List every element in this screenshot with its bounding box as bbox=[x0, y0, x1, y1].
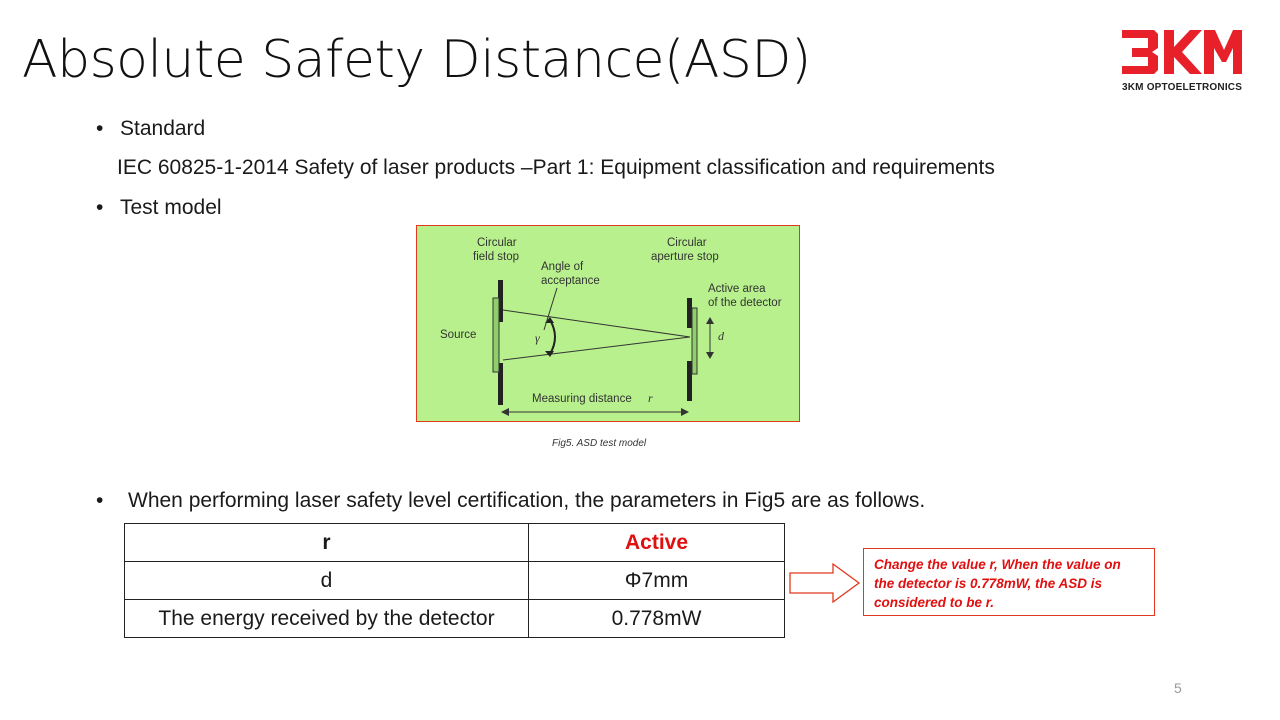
bullet-test-model-label: Test model bbox=[120, 196, 222, 219]
table-cell-param: The energy received by the detector bbox=[124, 599, 529, 638]
table-cell-value: 0.778mW bbox=[528, 599, 785, 638]
table-row: d Φ7mm bbox=[124, 561, 785, 600]
bullet-certification-text: When performing laser safety level certi… bbox=[128, 489, 926, 512]
logo-3km-mark bbox=[1122, 30, 1242, 74]
bullet-test-model: • Test model bbox=[96, 196, 222, 220]
label-active-area-line2: of the detector bbox=[708, 297, 782, 309]
label-measuring-distance: Measuring distance bbox=[532, 393, 632, 405]
table-header-active: Active bbox=[528, 523, 785, 562]
bullet-dot: • bbox=[96, 489, 104, 512]
label-d: d bbox=[718, 329, 725, 343]
d-arrow-bottom bbox=[706, 352, 714, 359]
table-cell-param: d bbox=[124, 561, 529, 600]
aperture-stop-lower bbox=[687, 361, 692, 401]
bullet-certification: • When performing laser safety level cert… bbox=[96, 489, 925, 513]
field-stop-lower bbox=[498, 363, 503, 405]
bullet-standard-label: Standard bbox=[120, 117, 206, 140]
right-arrow-icon bbox=[789, 563, 861, 603]
table-header-r: r bbox=[124, 523, 529, 562]
angle-arrowhead-top bbox=[545, 317, 554, 323]
table-cell-value: Φ7mm bbox=[528, 561, 785, 600]
angle-arrowhead-bottom bbox=[545, 351, 554, 357]
label-aperture-stop-line1: Circular bbox=[667, 237, 707, 249]
label-aperture-stop-line2: aperture stop bbox=[651, 251, 719, 263]
distance-arrow-right bbox=[681, 408, 689, 416]
distance-arrow-left bbox=[501, 408, 509, 416]
figure-caption: Fig5. ASD test model bbox=[552, 438, 647, 449]
label-angle-line1: Angle of bbox=[541, 261, 584, 273]
bullet-dot: • bbox=[96, 117, 104, 140]
asd-test-model-figure: Circular field stop Circular aperture st… bbox=[416, 225, 800, 422]
label-active-area-line1: Active area bbox=[708, 283, 766, 295]
label-r: r bbox=[648, 391, 653, 405]
logo-caption: 3KM OPTOELETRONICS bbox=[1122, 82, 1243, 93]
bullet-standard: • Standard bbox=[96, 117, 205, 141]
label-field-stop-line1: Circular bbox=[477, 237, 517, 249]
table-row: The energy received by the detector 0.77… bbox=[124, 599, 785, 638]
bullet-dot: • bbox=[96, 196, 104, 219]
table-header-row: r Active bbox=[124, 523, 785, 562]
acceptance-line-top bbox=[502, 309, 691, 338]
label-source: Source bbox=[440, 329, 476, 341]
asd-note-box: Change the value r, When the value on th… bbox=[863, 548, 1155, 616]
angle-arc bbox=[549, 319, 556, 355]
angle-pointer bbox=[543, 287, 558, 331]
asd-diagram: Circular field stop Circular aperture st… bbox=[440, 237, 782, 416]
source-plate bbox=[492, 297, 500, 373]
page-number: 5 bbox=[1174, 680, 1182, 696]
label-angle-line2: acceptance bbox=[541, 275, 600, 287]
acceptance-line-bottom bbox=[502, 336, 691, 361]
label-field-stop-line2: field stop bbox=[473, 251, 519, 263]
standard-text: IEC 60825-1-2014 Safety of laser product… bbox=[117, 156, 995, 179]
label-gamma: γ bbox=[535, 331, 540, 345]
detector-plate bbox=[691, 307, 698, 375]
slide-title: Absolute Safety Distance(ASD) bbox=[22, 30, 811, 90]
company-logo: 3KM OPTOELETRONICS bbox=[1120, 28, 1246, 98]
aperture-stop-upper bbox=[687, 298, 692, 328]
field-stop-upper bbox=[498, 280, 503, 322]
parameters-table: r Active d Φ7mm The energy received by t… bbox=[124, 523, 785, 638]
d-arrow-top bbox=[706, 317, 714, 324]
